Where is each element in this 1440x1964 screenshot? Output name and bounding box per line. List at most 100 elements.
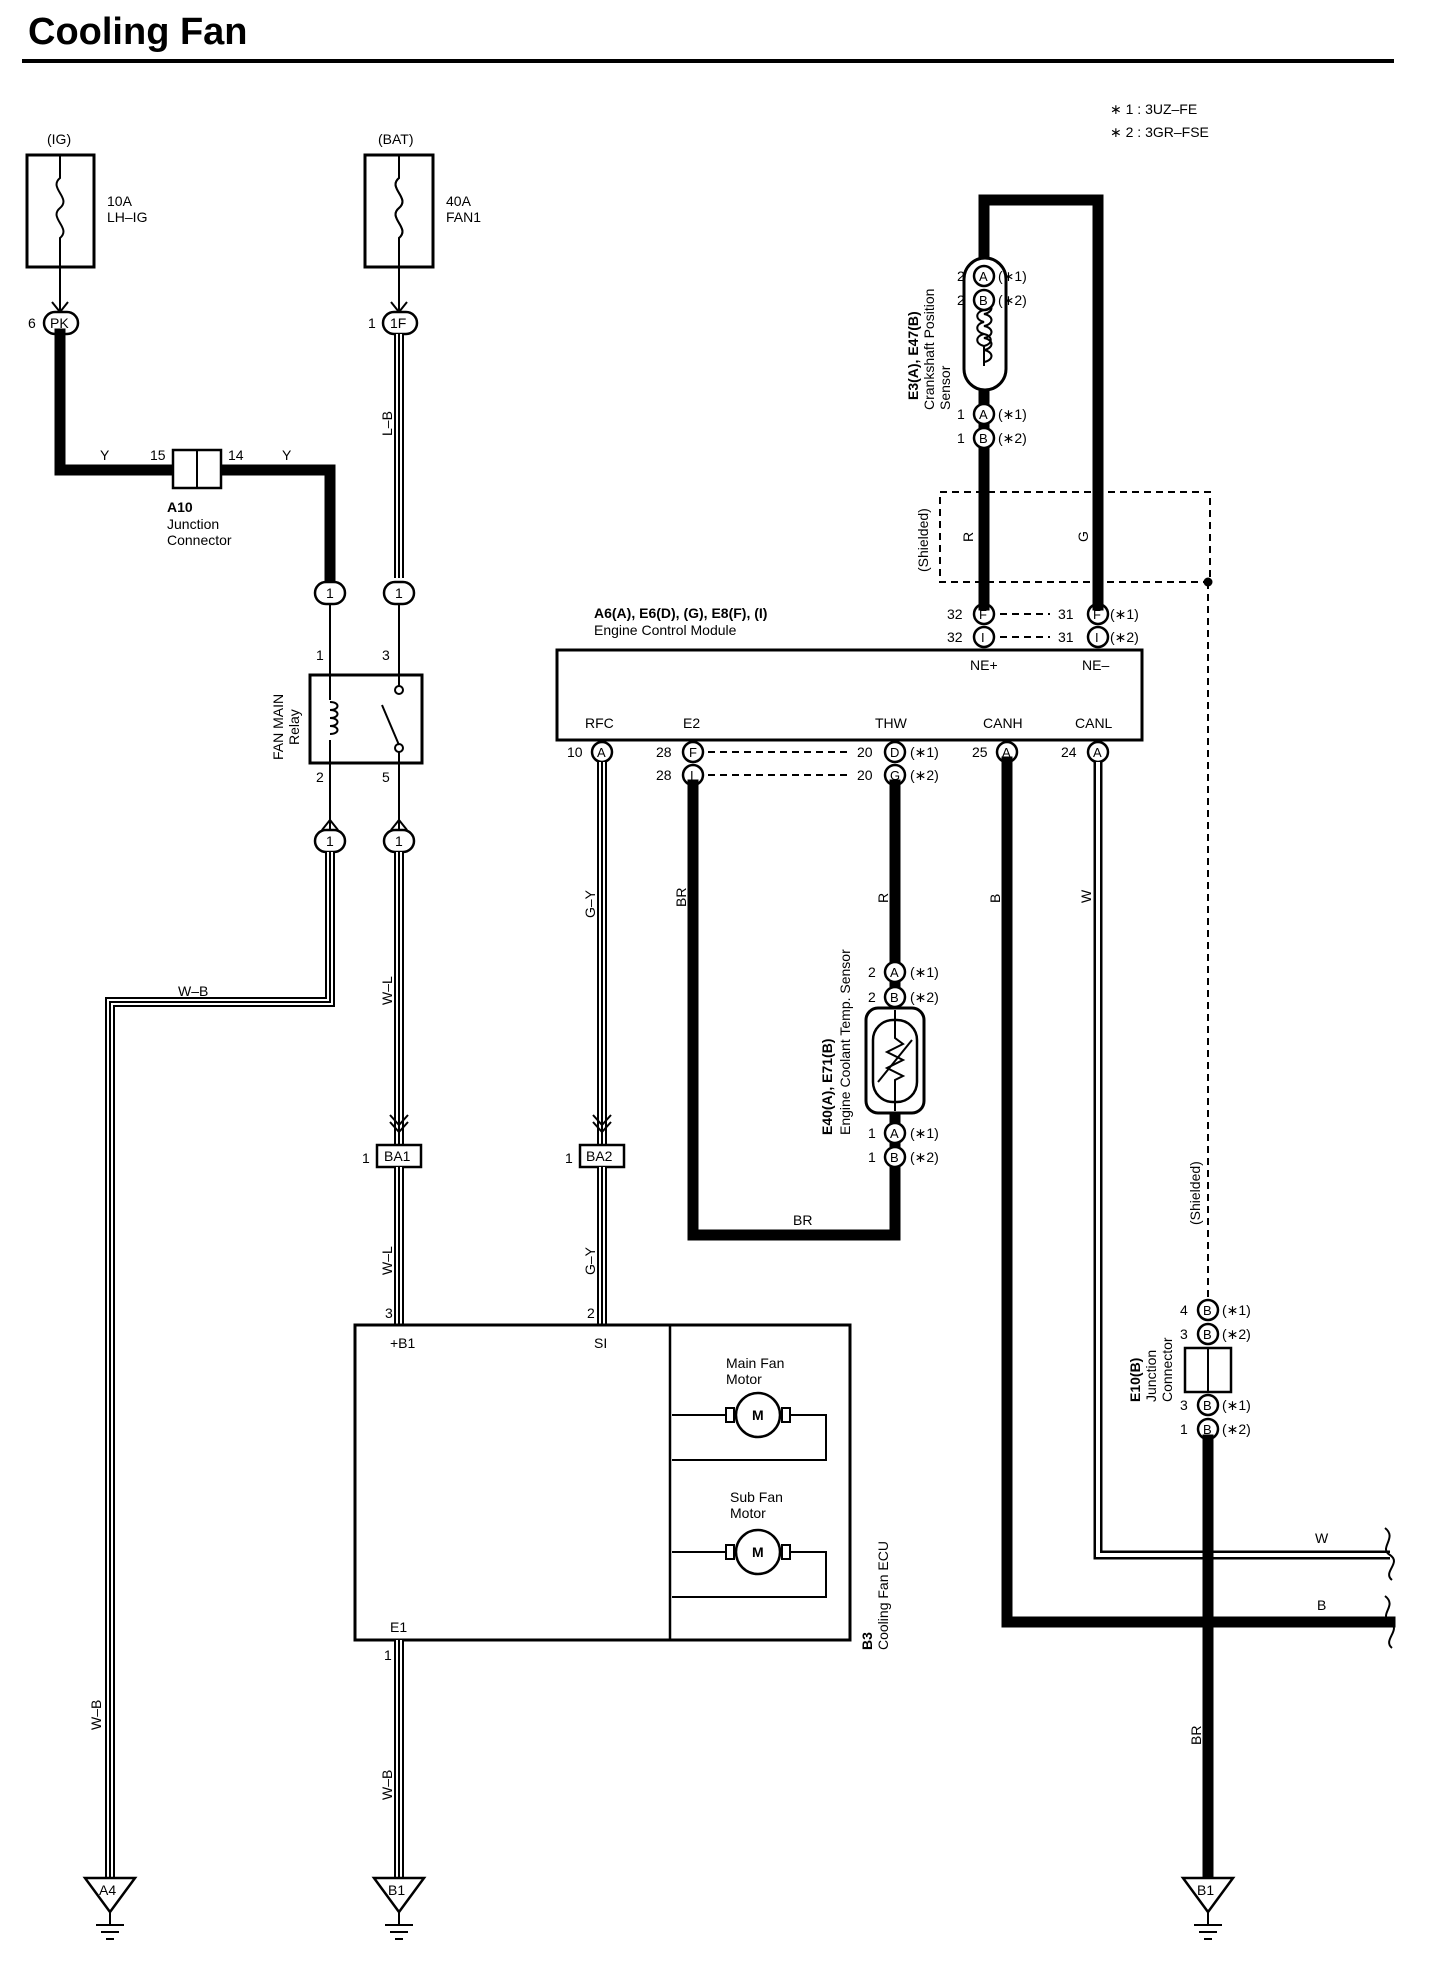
a10-pin-right: 14 [228,447,244,463]
fan-ecu-pin-si: 2 [587,1305,595,1321]
coolant-sensor-name: Engine Coolant Temp. Sensor [837,949,853,1135]
relay-coil-icon [329,701,339,735]
ecm-rfc-conn: A [597,745,606,760]
e10-name-1: Junction [1143,1350,1159,1402]
bat-fuse-name: FAN1 [446,209,481,225]
thermistor-icon [884,1010,906,1111]
ground-a4: A4 [82,1876,138,1940]
wire-label-b-canh: B [987,894,1003,903]
wire-break-icon [1384,1595,1395,1649]
sub-fan-motor-circuit [672,1551,827,1598]
crankshaft-sensor-body [962,256,1008,392]
ecm-thw-note-1: (∗1) [910,744,939,760]
ba1-label: BA1 [384,1148,411,1164]
bat-source-label: (BAT) [378,131,414,147]
ecm-pin-ne-plus-1: 32 [947,606,963,622]
fan-ecu-terminal-e1: E1 [390,1619,407,1635]
wire-label-w-b-e1: W–B [379,1770,395,1800]
fan-ecu-name: Cooling Fan ECU [875,1541,891,1650]
ecm-pin-e2-1: 28 [656,744,672,760]
wire-w-b-core [109,852,331,1880]
main-motor-brush-left [725,1407,735,1423]
crank-top-pin-2-note: (∗2) [998,292,1027,308]
ground-b1-junction-label: B1 [1197,1882,1214,1898]
fan-ecu-terminal-b1: +B1 [390,1335,416,1351]
coolant-bottom-pin-2-conn: B [890,1150,899,1165]
relay-conn-in-1-label: 1 [326,585,334,601]
ecm-e2-conn-2: I [690,768,694,783]
coolant-bottom-pin-2 [883,1145,907,1169]
coolant-top-pin-2 [883,985,907,1009]
coolant-top-pin-2-note: (∗2) [910,989,939,1005]
wire-break-icon [1384,1527,1395,1581]
a10-name-2: Connector [167,532,232,548]
crank-top-pin-1-num: 2 [957,268,965,284]
ecm-name: Engine Control Module [594,622,737,638]
cooling-fan-ecu-box [353,1323,852,1642]
wire-b-canh [1001,756,1396,1628]
ecm-ne-plus-pin-2 [972,625,996,649]
ecm-terminal-thw: THW [875,715,908,731]
e10-top-pin-1-note: (∗1) [1222,1302,1251,1318]
ground-a4-label: A4 [99,1882,116,1898]
e10-bottom-pin-1-num: 3 [1180,1397,1188,1413]
coolant-top-pin-1-note: (∗1) [910,964,939,980]
note-2: ∗ 2 : 3GR–FSE [1110,124,1209,140]
bat-connector-label: 1F [390,315,406,331]
ecm-ne-minus-conn-1: F [1093,607,1101,622]
note-1: ∗ 1 : 3UZ–FE [1110,101,1197,117]
ecm-thw-pin-1 [883,740,907,764]
coolant-bottom-pin-1-note: (∗1) [910,1125,939,1141]
wire-label-w-right: W [1315,1530,1329,1546]
ecm-thw-conn-1: D [890,745,899,760]
relay-conn-in-3-label: 1 [395,585,403,601]
e10-top-pin-2-num: 3 [1180,1326,1188,1342]
ig-connector-label: PK [50,315,69,331]
crank-sensor-name-2: Sensor [937,365,953,410]
wire-label-y-left: Y [100,447,110,463]
relay-pin-5: 5 [382,769,390,785]
fan-ecu-terminal-si: SI [594,1335,607,1351]
ground-triangle-icon [371,1876,427,1915]
ba2-label: BA2 [586,1148,613,1164]
e10-bottom-pin-1-conn: B [1203,1398,1212,1413]
relay-name-2: Relay [286,709,302,745]
ecm-pin-thw-1: 20 [857,744,873,760]
crank-bottom-pin-1-note: (∗1) [998,406,1027,422]
e10-bottom-pin-2-num: 1 [1180,1421,1188,1437]
sub-fan-motor-label-1: Sub Fan [730,1489,783,1505]
sub-motor-brush-left [725,1544,735,1560]
wire-label-g-crank: G [1075,531,1091,542]
wire-label-y-right: Y [282,447,292,463]
sub-motor-brush-right [781,1544,791,1560]
main-fan-motor-circuit [672,1414,827,1461]
thermistor-slash [877,1039,913,1083]
ground-b1-junction: B1 [1180,1876,1236,1940]
wire-label-l-b: L–B [379,411,395,436]
wire-br-r-coolant [687,779,901,1241]
coolant-bottom-pin-1 [883,1121,907,1145]
coolant-bottom-pin-2-num: 1 [868,1149,876,1165]
e10-bottom-pin-1-note: (∗1) [1222,1397,1251,1413]
ecm-pin-ne-minus-1: 31 [1058,606,1074,622]
crank-bottom-pin-1-conn: A [979,407,988,422]
coolant-top-pin-1 [883,960,907,984]
wire-label-w-b-vertical: W–B [88,1700,104,1730]
e10-bottom-pin-2-note: (∗2) [1222,1421,1251,1437]
ground-b1-label: B1 [388,1882,405,1898]
page-title: Cooling Fan [28,11,248,53]
ecm-thw-conn-2: G [890,768,900,783]
shielded-label-top: (Shielded) [915,508,931,572]
e10-bottom-pin-2-conn: B [1203,1422,1212,1437]
ecm-ne-minus-pin-2 [1086,625,1110,649]
bat-fuse-rating: 40A [446,193,472,209]
relay-pin-2: 2 [316,769,324,785]
fan-ecu-pin-e1: 1 [384,1647,392,1663]
ecm-terminal-ne-plus: NE+ [970,657,998,673]
coolant-bottom-pin-1-num: 1 [868,1125,876,1141]
wire-label-g-y-lower: G–Y [582,1246,598,1275]
wire-label-r-crank: R [960,532,976,542]
main-fan-motor-symbol: M [752,1407,764,1423]
main-fan-motor-label-2: Motor [726,1371,762,1387]
